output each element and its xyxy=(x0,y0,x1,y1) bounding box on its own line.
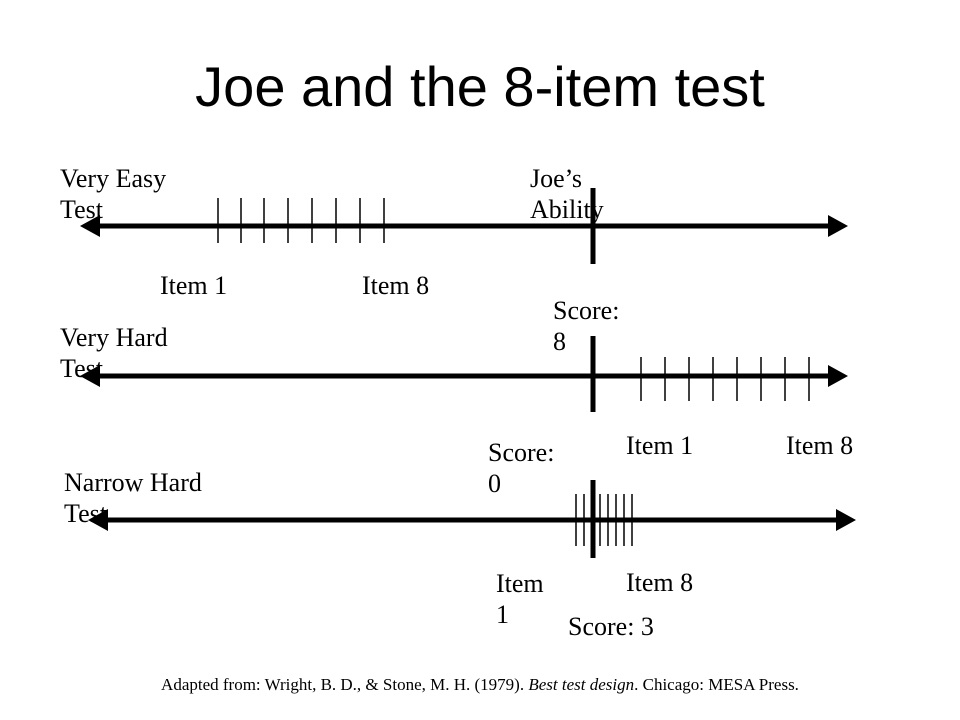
easy-score-line1: Score: xyxy=(553,296,620,325)
easy-item-start-label: Item 1 xyxy=(160,271,228,300)
source-citation: Adapted from: Wright, B. D., & Stone, M.… xyxy=(0,674,960,696)
hard-item-end-label: Item 8 xyxy=(786,431,854,460)
easy-test-axis-arrow-right xyxy=(828,215,848,237)
joe-ability-label-line2: Ability xyxy=(530,195,604,224)
joe-ability-label: Joe’s Ability xyxy=(530,163,604,225)
source-citation-prefix: Adapted from: Wright, B. D., & Stone, M.… xyxy=(161,675,529,694)
hard-test-label: Very Hard Test xyxy=(60,322,168,384)
hard-test-axis-arrow-left xyxy=(80,365,100,387)
easy-test-label-line1: Very Easy xyxy=(60,164,167,193)
narrow-item-start-label: Item 1 xyxy=(496,568,544,630)
narrow-test-label-line1: Narrow Hard xyxy=(64,468,202,497)
source-book-title: Best test design xyxy=(528,675,635,694)
narrow-test-label: Narrow Hard Test xyxy=(64,467,202,529)
easy-test-label: Very Easy Test xyxy=(60,163,166,225)
narrow-test-label-line2: Test xyxy=(64,499,107,528)
hard-score-label: Score: 0 xyxy=(488,437,554,499)
narrow-test-scale xyxy=(88,480,856,558)
easy-test-item-ticks xyxy=(217,198,385,243)
easy-score-label: Score: 8 xyxy=(553,295,619,357)
easy-score-line2: 8 xyxy=(553,327,566,356)
hard-test-axis-arrow-right xyxy=(828,365,848,387)
hard-test-item-ticks xyxy=(640,357,810,401)
hard-score-line2: 0 xyxy=(488,469,501,498)
easy-item-end-label: Item 8 xyxy=(362,271,430,300)
hard-test-scale xyxy=(80,336,848,412)
narrow-test-axis-arrow-right xyxy=(836,509,856,531)
source-citation-suffix: . Chicago: MESA Press. xyxy=(634,675,799,694)
narrow-score-label: Score: 3 xyxy=(568,612,654,641)
hard-test-label-line2: Test xyxy=(60,354,103,383)
hard-score-line1: Score: xyxy=(488,438,555,467)
joe-ability-label-line1: Joe’s xyxy=(530,164,582,193)
narrow-test-axis-arrow-left xyxy=(88,509,108,531)
narrow-item-start-line1: Item xyxy=(496,569,544,598)
narrow-item-end-label: Item 8 xyxy=(626,568,694,597)
slide-title: Joe and the 8-item test xyxy=(195,55,765,118)
hard-test-label-line1: Very Hard xyxy=(60,323,168,352)
easy-test-axis-arrow-left xyxy=(80,215,100,237)
narrow-item-start-line2: 1 xyxy=(496,600,509,629)
hard-item-start-label: Item 1 xyxy=(626,431,694,460)
easy-test-scale xyxy=(80,188,848,264)
easy-test-label-line2: Test xyxy=(60,195,103,224)
